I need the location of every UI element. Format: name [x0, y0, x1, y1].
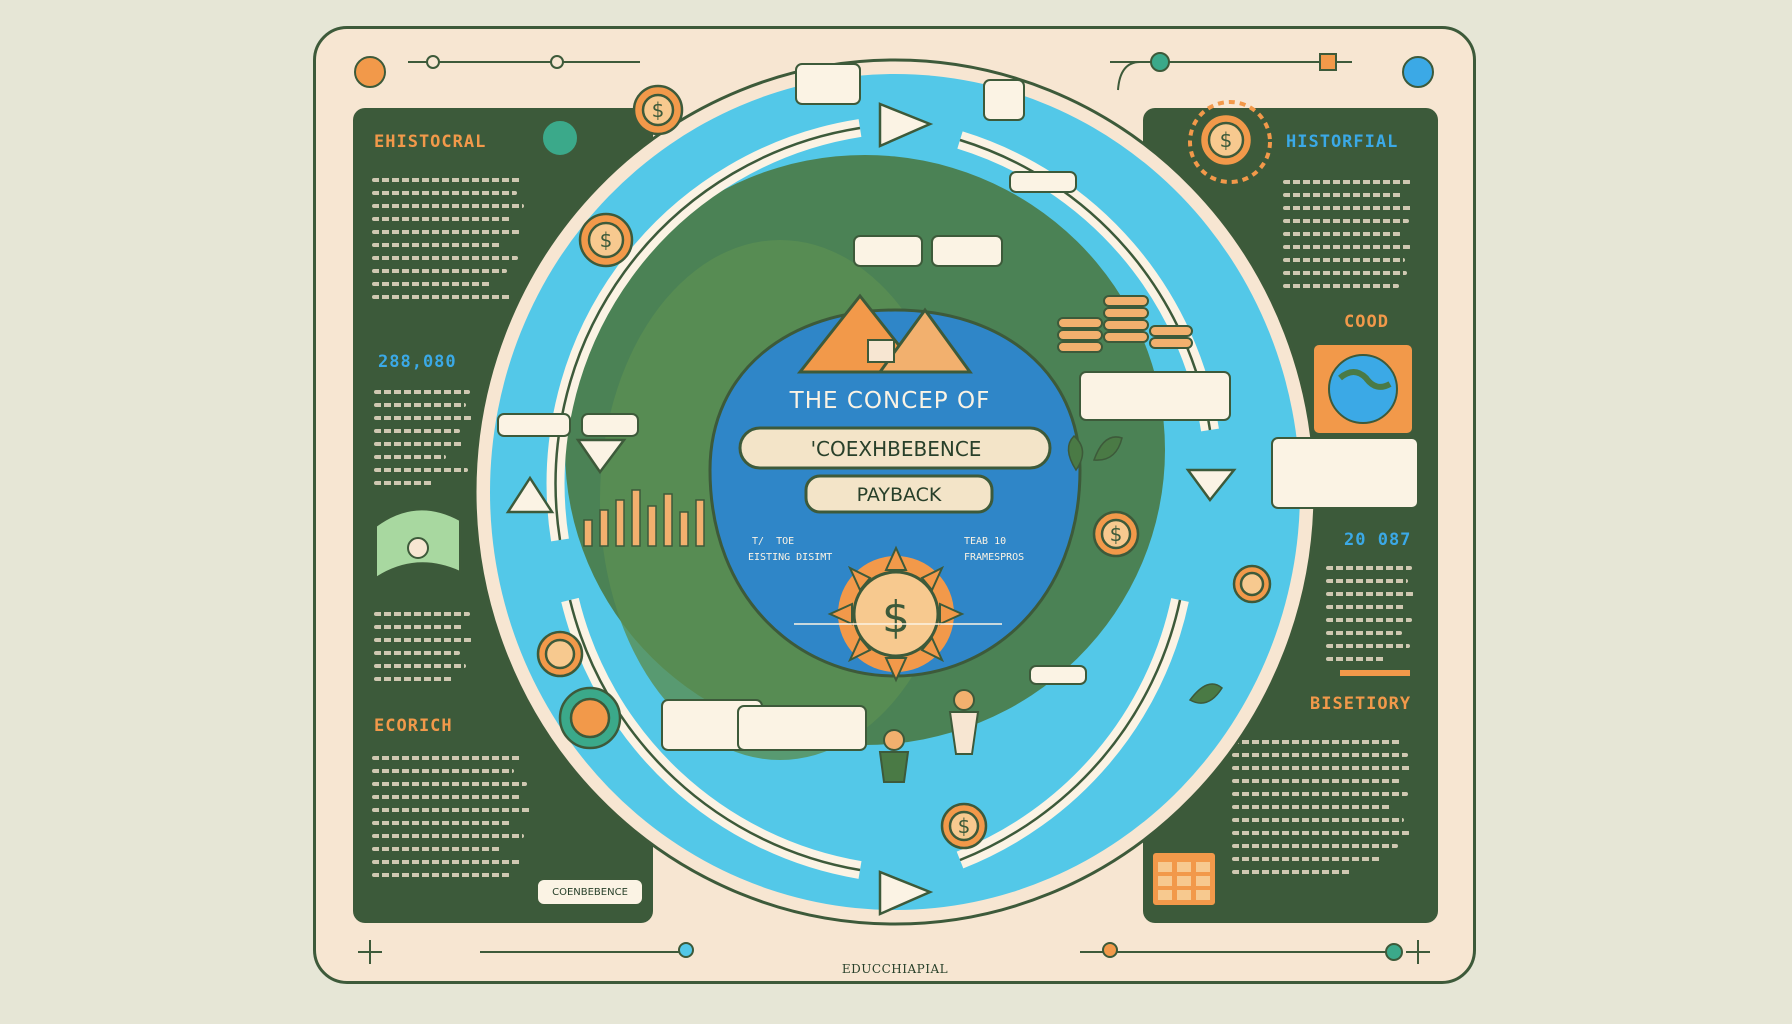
left-number-label: 288,080 [378, 352, 457, 372]
right-heading-good: COOD [1344, 312, 1389, 332]
svg-text:$: $ [1220, 128, 1233, 152]
center-right-note-2: FRAMESPROS [964, 552, 1025, 563]
left-heading-economic: ECORICH [374, 716, 453, 736]
svg-text:$: $ [958, 814, 971, 838]
calendar-icon [1151, 851, 1217, 907]
center-right-note-1: TEAB 10 [964, 536, 1007, 547]
center-left-note-1: T/ TOE [752, 536, 795, 547]
svg-text:$: $ [1110, 522, 1123, 546]
corner-globe-icon [1402, 56, 1434, 88]
center-subtitle: 'COEXHBEBENCE [810, 437, 982, 461]
footer-label: EDUCCHIAPIAL [841, 962, 949, 976]
coin-stack-icon [1057, 295, 1193, 353]
right-heading-historical: HISTORFIAL [1286, 132, 1399, 152]
subtitle-pill [738, 426, 1052, 470]
arrow-heads [505, 102, 1237, 916]
left-text-block-2 [374, 390, 474, 494]
center-title: THE CONCEP OF [789, 388, 991, 414]
person-icon [878, 689, 980, 783]
leaf-icon [1067, 434, 1223, 704]
tree-icon [541, 119, 579, 157]
center-left-note-2: EISTING DISIMT [748, 552, 833, 563]
svg-text:$: $ [600, 228, 613, 252]
right-heading-history: BISETIORY [1310, 694, 1412, 714]
center-payback-label: PAYBACK [856, 484, 942, 506]
money-icon [375, 508, 461, 580]
mountain-icon [796, 293, 973, 374]
coin-icon [536, 84, 1272, 850]
globe-icon [1328, 354, 1398, 424]
corner-coin-icon [354, 56, 386, 88]
left-bottom-label: COENBEBENCE [536, 878, 644, 906]
left-text-block-3 [374, 612, 474, 690]
left-heading-historical: EHISTOCRAL [374, 132, 487, 152]
left-text-block-1 [372, 178, 524, 308]
sun-coin-icon: $ [827, 545, 965, 683]
left-text-block-4 [372, 756, 532, 886]
right-text-block-1 [1283, 180, 1413, 297]
svg-text:$: $ [882, 592, 910, 643]
right-text-block-3 [1232, 740, 1412, 883]
svg-text:$: $ [652, 98, 665, 122]
right-text-block-2 [1326, 566, 1416, 670]
right-number-label: 20 087 [1344, 530, 1412, 550]
payback-pill [804, 474, 994, 514]
decorative-connectors [408, 61, 1396, 953]
